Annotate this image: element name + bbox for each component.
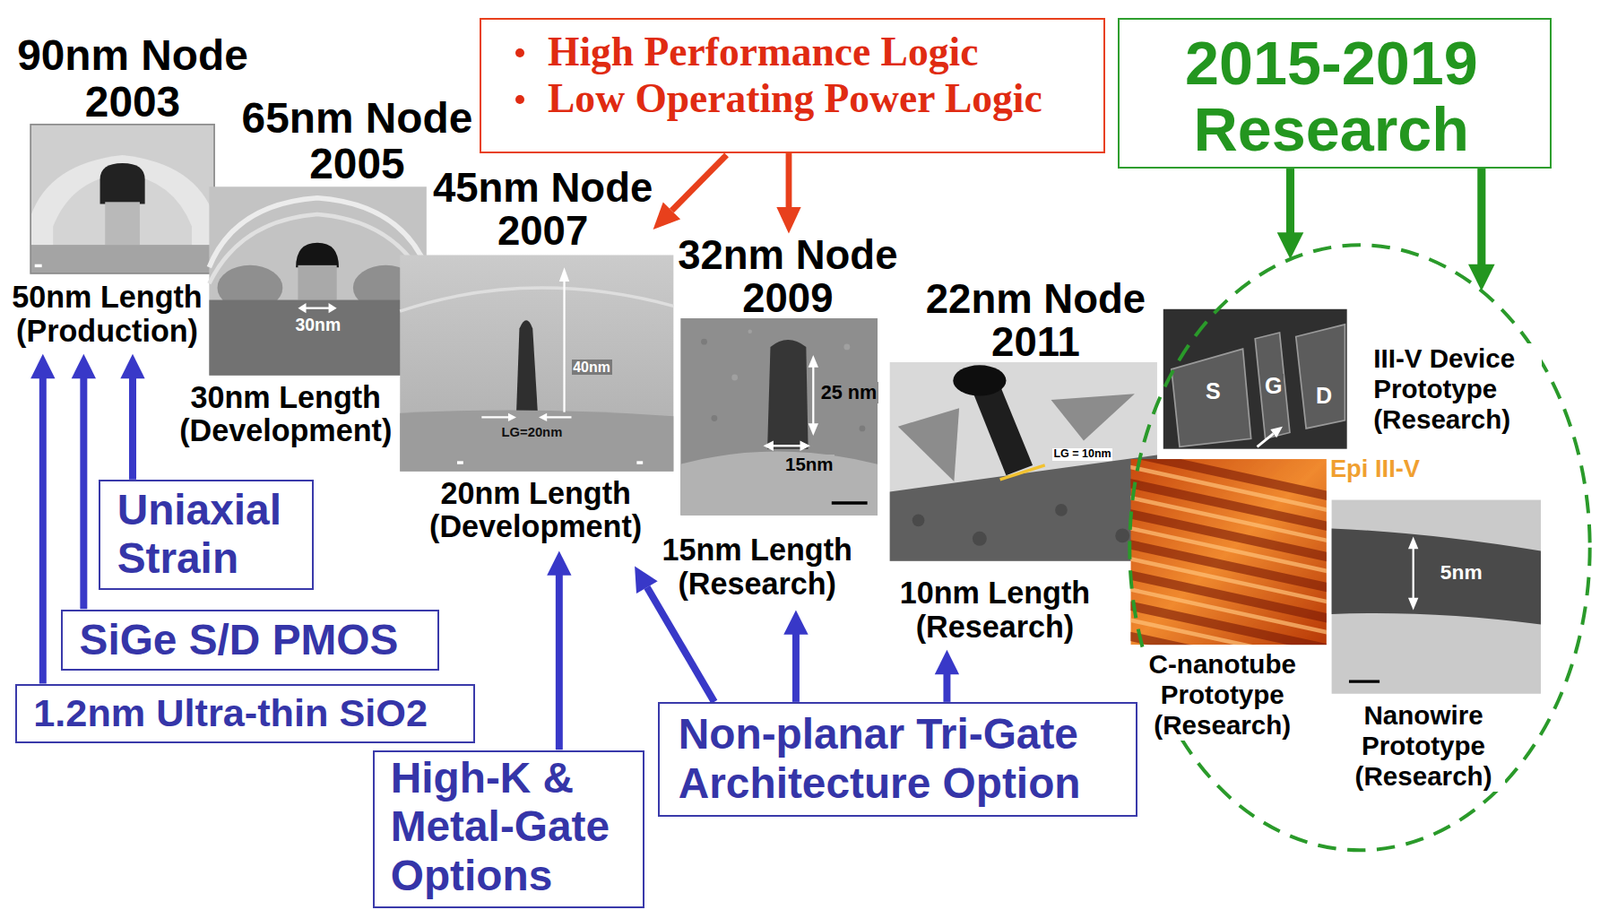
terminal-label: D	[1314, 383, 1333, 409]
dimension-label: 25 nm	[819, 381, 879, 404]
gate-length-label: 20nm Length (Development)	[420, 476, 651, 545]
prototype-caption: III-V Device Prototype (Research)	[1373, 343, 1542, 435]
technique-label: Uniaxial Strain	[117, 485, 307, 584]
gate-length-label: 10nm Length (Research)	[887, 576, 1102, 644]
bullet	[515, 48, 525, 58]
dimension-label: LG=20nm	[500, 424, 564, 440]
dimension-label: LG = 10nm	[1052, 448, 1114, 461]
technique-box: Uniaxial Strain	[98, 479, 314, 590]
node-heading: 90nm Node 2003	[5, 32, 261, 124]
tem-image	[399, 254, 674, 471]
tem-image	[208, 186, 426, 376]
technique-label: SiGe S/D PMOS	[79, 614, 433, 666]
nanowire-image	[1331, 500, 1541, 694]
node-heading: 22nm Node 2011	[913, 277, 1159, 365]
research-period: 2015-2019 Research	[1119, 30, 1545, 164]
tem-image	[890, 362, 1158, 562]
technique-box: High-K & Metal-Gate Options	[372, 750, 646, 909]
node-heading: 45nm Node 2007	[420, 166, 666, 254]
research-ellipse: III-V Device Prototype (Research) C-nanot…	[1127, 242, 1592, 853]
bullet-box: High Performance LogicLow Operating Powe…	[479, 17, 1106, 153]
gate-length-label: 50nm Length (Production)	[1, 280, 213, 348]
leader-arrow	[653, 153, 802, 234]
tem-image	[680, 318, 878, 516]
node-heading: 32nm Node 2009	[665, 233, 910, 321]
gate-length-label: 30nm Length (Development)	[170, 380, 401, 449]
arrow-shaft	[1477, 168, 1486, 266]
technique-label: High-K & Metal-Gate Options	[390, 753, 636, 901]
research-box: 2015-2019 Research	[1117, 17, 1553, 169]
dimension-label: 5nm	[1438, 561, 1484, 584]
nanotube-image	[1130, 458, 1327, 645]
technique-box: Non-planar Tri-Gate Architecture Option	[657, 701, 1138, 817]
tem-image	[30, 124, 215, 274]
terminal-label: G	[1262, 373, 1284, 399]
material-label: Epi III-V	[1328, 455, 1422, 483]
technique-label: 1.2nm Ultra-thin SiO2	[33, 687, 468, 738]
bullet-text: Low Operating Power Logic	[547, 75, 1079, 122]
sem-image	[1163, 309, 1348, 450]
prototype-caption: Nanowire Prototype (Research)	[1341, 700, 1505, 792]
technique-box: SiGe S/D PMOS	[60, 609, 440, 672]
dimension-label: 40nm	[571, 359, 613, 376]
arrow-connector	[1468, 168, 1496, 291]
terminal-label: S	[1203, 379, 1222, 405]
arrow-head	[1468, 264, 1496, 292]
prototype-caption: C-nanotube Prototype (Research)	[1135, 648, 1310, 741]
bullet	[515, 95, 525, 104]
arrow-connector	[1277, 168, 1305, 260]
arrow-shaft	[1286, 168, 1295, 234]
technique-box: 1.2nm Ultra-thin SiO2	[15, 683, 476, 744]
gate-length-label: 15nm Length (Research)	[649, 533, 865, 601]
dimension-label: 30nm	[294, 315, 343, 335]
technique-label: Non-planar Tri-Gate Architecture Option	[678, 709, 1128, 808]
dimension-label: 15nm	[783, 454, 835, 476]
bullet-text: High Performance Logic	[547, 28, 1079, 76]
